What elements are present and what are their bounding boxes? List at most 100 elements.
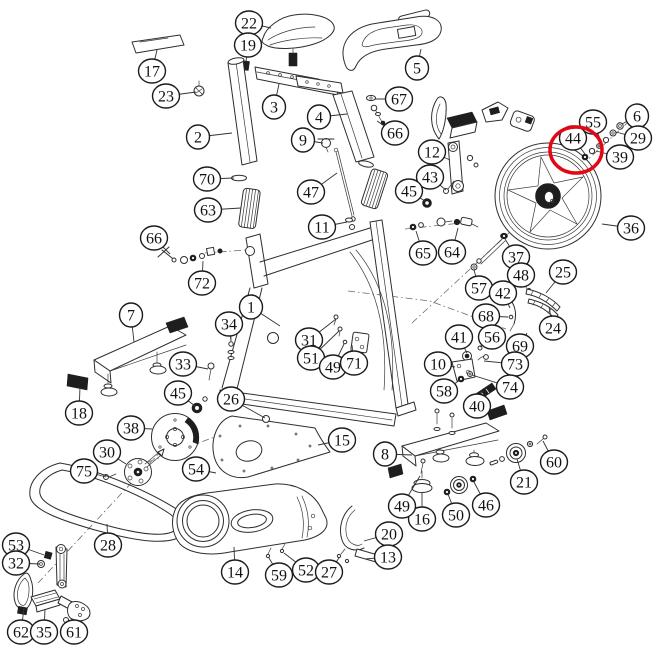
part-balloon-18: 18	[64, 400, 94, 426]
highlight-circle-44	[548, 125, 604, 175]
handlebar-assembly	[295, 9, 442, 222]
part-balloon-71: 71	[339, 350, 369, 376]
part-balloon-59: 59	[264, 562, 294, 588]
part-number-56: 56	[484, 330, 500, 347]
part-number-66: 66	[146, 231, 162, 248]
part-balloon-45: 45	[163, 380, 193, 406]
part-number-7: 7	[127, 308, 135, 325]
part-balloon-51: 51	[296, 345, 326, 371]
part-number-25: 25	[555, 265, 571, 282]
part-balloon-19: 19	[233, 32, 263, 58]
part-balloon-9: 9	[290, 127, 316, 153]
part-number-67: 67	[391, 92, 407, 109]
part-number-13: 13	[380, 550, 396, 567]
part-number-2: 2	[194, 130, 202, 147]
flywheel-assembly	[470, 122, 624, 271]
part-balloon-74: 74	[495, 374, 525, 400]
part-number-29: 29	[630, 131, 646, 148]
part-number-68: 68	[478, 309, 494, 326]
part-number-33: 33	[175, 357, 191, 374]
part-balloon-21: 21	[509, 469, 539, 495]
part-number-32: 32	[8, 556, 24, 573]
part-balloon-65: 65	[408, 240, 438, 266]
part-balloon-34: 34	[214, 311, 244, 337]
part-number-14: 14	[227, 565, 243, 582]
part-number-20: 20	[381, 527, 397, 544]
part-number-40: 40	[469, 399, 485, 416]
part-balloon-22: 22	[234, 10, 264, 36]
chain-guards	[172, 415, 379, 564]
part-number-74: 74	[502, 380, 518, 397]
main-frame	[157, 217, 417, 427]
part-balloon-68: 68	[471, 303, 501, 329]
part-balloon-35: 35	[29, 619, 59, 645]
part-balloon-28: 28	[93, 532, 123, 558]
part-number-19: 19	[240, 38, 256, 55]
part-number-59: 59	[271, 568, 287, 585]
part-number-60: 60	[546, 455, 562, 472]
part-balloon-64: 64	[437, 239, 467, 265]
part-number-35: 35	[36, 625, 52, 642]
part-balloon-75: 75	[69, 458, 99, 484]
part-number-24: 24	[545, 321, 561, 338]
part-number-75: 75	[76, 464, 92, 481]
part-balloon-63: 63	[193, 197, 223, 223]
part-number-34: 34	[221, 317, 237, 334]
part-number-72: 72	[194, 276, 210, 293]
part-number-46: 46	[478, 498, 494, 515]
brake-pad-25	[525, 288, 561, 312]
post-grip-63	[238, 187, 261, 229]
part-number-44: 44	[565, 131, 581, 148]
part-number-1: 1	[247, 300, 255, 317]
part-balloon-46: 46	[471, 492, 501, 518]
part-balloon-7: 7	[118, 302, 144, 328]
bolt-60	[542, 434, 548, 440]
part-balloon-32: 32	[1, 550, 31, 576]
part-balloon-25: 25	[548, 259, 578, 285]
end-cap	[165, 316, 189, 334]
part-balloon-60: 60	[539, 449, 569, 475]
part-number-26: 26	[223, 392, 239, 409]
part-number-73: 73	[507, 357, 523, 374]
part-balloon-45: 45	[394, 178, 424, 204]
part-number-12: 12	[424, 145, 440, 162]
part-balloon-62: 62	[6, 619, 36, 645]
part-balloon-43: 43	[415, 164, 445, 190]
part-balloon-52: 52	[291, 557, 321, 583]
part-balloon-67: 67	[384, 86, 414, 112]
part-number-11: 11	[314, 220, 329, 237]
part-number-3: 3	[270, 100, 278, 117]
part-number-9: 9	[299, 133, 307, 150]
bolt-43	[443, 188, 449, 194]
part-balloon-8: 8	[372, 441, 398, 467]
part-balloon-70: 70	[192, 166, 222, 192]
part-balloon-55: 55	[578, 109, 608, 135]
part-balloon-57: 57	[464, 275, 494, 301]
part-number-48: 48	[513, 268, 529, 285]
part-balloon-47: 47	[296, 179, 326, 205]
part-number-5: 5	[413, 61, 421, 78]
part-balloon-12: 12	[417, 139, 447, 165]
part-number-53: 53	[8, 538, 24, 555]
part-number-10: 10	[430, 357, 446, 374]
part-number-45: 45	[170, 386, 186, 403]
part-number-30: 30	[99, 445, 115, 462]
part-number-47: 47	[303, 185, 319, 202]
part-balloon-20: 20	[374, 521, 404, 547]
end-cap-18	[66, 373, 89, 391]
part-balloon-14: 14	[220, 559, 250, 585]
part-balloon-6: 6	[624, 103, 650, 129]
part-number-8: 8	[381, 447, 389, 464]
part-balloon-44: 44	[558, 125, 588, 151]
part-balloon-23: 23	[151, 83, 181, 109]
part-number-45: 45	[401, 184, 417, 201]
part-number-15: 15	[334, 433, 350, 450]
part-balloon-5: 5	[404, 55, 430, 81]
part-balloon-13: 13	[373, 544, 403, 570]
hook-bolt-73	[483, 354, 489, 360]
part-balloon-10: 10	[423, 351, 453, 377]
part-balloon-17: 17	[137, 58, 167, 84]
part-balloon-39: 39	[605, 144, 635, 170]
nut-6	[616, 122, 624, 130]
part-number-4: 4	[315, 110, 323, 127]
